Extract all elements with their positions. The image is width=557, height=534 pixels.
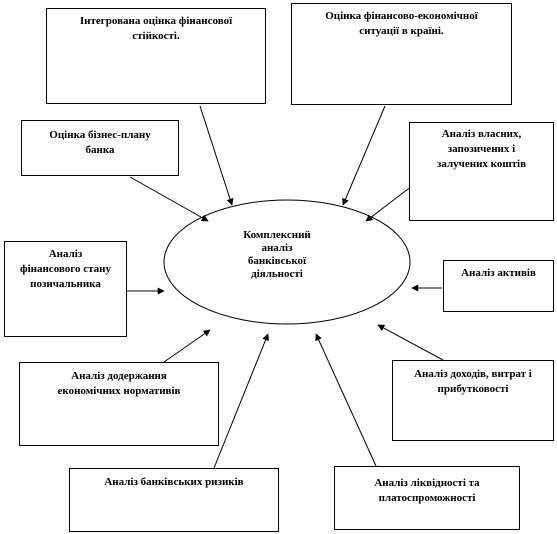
arrow-risks — [213, 333, 269, 469]
center-label-line-3: банківської — [247, 255, 307, 267]
center-label-line-4: діяльності — [251, 268, 303, 280]
box-liquidity-line-2: платоспроможності — [378, 492, 476, 504]
box-norms-line-1: Аналіз додержання — [71, 370, 167, 382]
arrow-liquidity — [315, 333, 377, 467]
center-label-line-2: аналіз — [261, 242, 293, 254]
center-ellipse — [163, 199, 411, 325]
box-risks-line-1: Аналіз банківських ризиків — [104, 476, 244, 488]
box-integrated-line-2: стійкості. — [132, 30, 180, 42]
box-income-line-2: прибутковості — [437, 383, 509, 395]
box-country-line-2: ситуації в країні. — [359, 25, 444, 37]
box-liquidity-analysis: Аналіз ліквідності та платоспроможності — [334, 466, 520, 530]
box-business-plan: Оцінка бізнес-плану банка — [21, 120, 179, 176]
box-capital-line-2: запозичених і — [447, 143, 516, 155]
box-borrower-line-1: Аналіз — [48, 248, 83, 260]
box-integrated-assessment: Інтегрована оцінка фінансової стійкості. — [46, 8, 266, 104]
box-capital-analysis: Аналіз власних, запозичених і залучених … — [409, 122, 554, 221]
arrow-income — [377, 324, 444, 361]
box-assets-analysis: Аналіз активів — [443, 260, 554, 312]
box-integrated-line-1: Інтегрована оцінка фінансової — [79, 15, 233, 27]
box-country-situation: Оцінка фінансово-економічної ситуації в … — [291, 3, 512, 105]
arrow-country — [342, 105, 386, 206]
box-norms-line-2: економічних нормативів — [57, 385, 181, 397]
box-income-analysis: Аналіз доходів, витрат і прибутковості — [392, 360, 554, 441]
box-risks-analysis: Аналіз банківських ризиків — [69, 468, 279, 532]
center-label-line-1: Комплексний — [243, 229, 311, 241]
arrow-norms — [163, 329, 211, 363]
box-capital-line-1: Аналіз власних, — [441, 128, 522, 140]
box-borrower-line-2: фінансового стану — [19, 263, 112, 275]
arrow-capital — [365, 185, 413, 222]
arrow-business-plan — [129, 176, 209, 222]
box-capital-line-3: залучених коштів — [436, 158, 527, 170]
arrow-integrated — [199, 105, 234, 206]
box-business-plan-line-1: Оцінка бізнес-плану — [49, 129, 151, 141]
box-business-plan-line-2: банка — [85, 144, 115, 156]
box-borrower-line-3: позичальника — [30, 278, 101, 290]
box-borrower-analysis: Аналіз фінансового стану позичальника — [4, 241, 127, 337]
box-liquidity-line-1: Аналіз ліквідності та — [374, 477, 480, 489]
box-assets-line-1: Аналіз активів — [461, 267, 536, 279]
box-income-line-1: Аналіз доходів, витрат і — [414, 368, 532, 380]
box-norms-analysis: Аналіз додержання економічних нормативів — [19, 362, 219, 446]
center-label: Комплексний аналіз банківської діяльност… — [222, 229, 332, 281]
box-country-line-1: Оцінка фінансово-економічної — [325, 10, 478, 22]
